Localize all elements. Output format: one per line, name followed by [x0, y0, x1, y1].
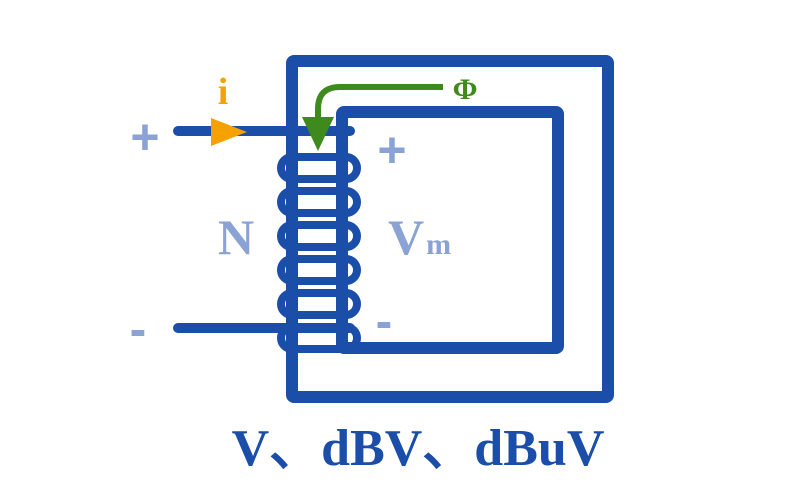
turns-label: N: [218, 209, 254, 265]
coil-turn: [277, 323, 361, 353]
voltage-minus-sign: -: [376, 293, 393, 349]
voltage-label: Vm: [388, 209, 451, 265]
left-minus-sign: -: [130, 301, 147, 357]
coil-turn: [277, 187, 361, 217]
voltage-subscript: m: [426, 228, 451, 261]
coil-turn: [277, 255, 361, 285]
current-arrow: [211, 118, 247, 146]
voltage-main: V: [388, 209, 424, 265]
coil-turn: [277, 289, 361, 319]
flux-arrow-head: [302, 117, 334, 151]
coil-turn: [277, 221, 361, 251]
coil-turn: [277, 153, 361, 183]
voltage-plus-sign: +: [377, 122, 406, 178]
current-label: i: [218, 71, 229, 113]
caption: V、dBV、dBuV: [232, 420, 605, 477]
left-plus-sign: +: [130, 109, 159, 165]
core-inner: [336, 106, 564, 354]
flux-label: Φ: [453, 73, 478, 106]
coil-winding: [277, 153, 361, 353]
flux-arrow-path: [315, 84, 443, 128]
